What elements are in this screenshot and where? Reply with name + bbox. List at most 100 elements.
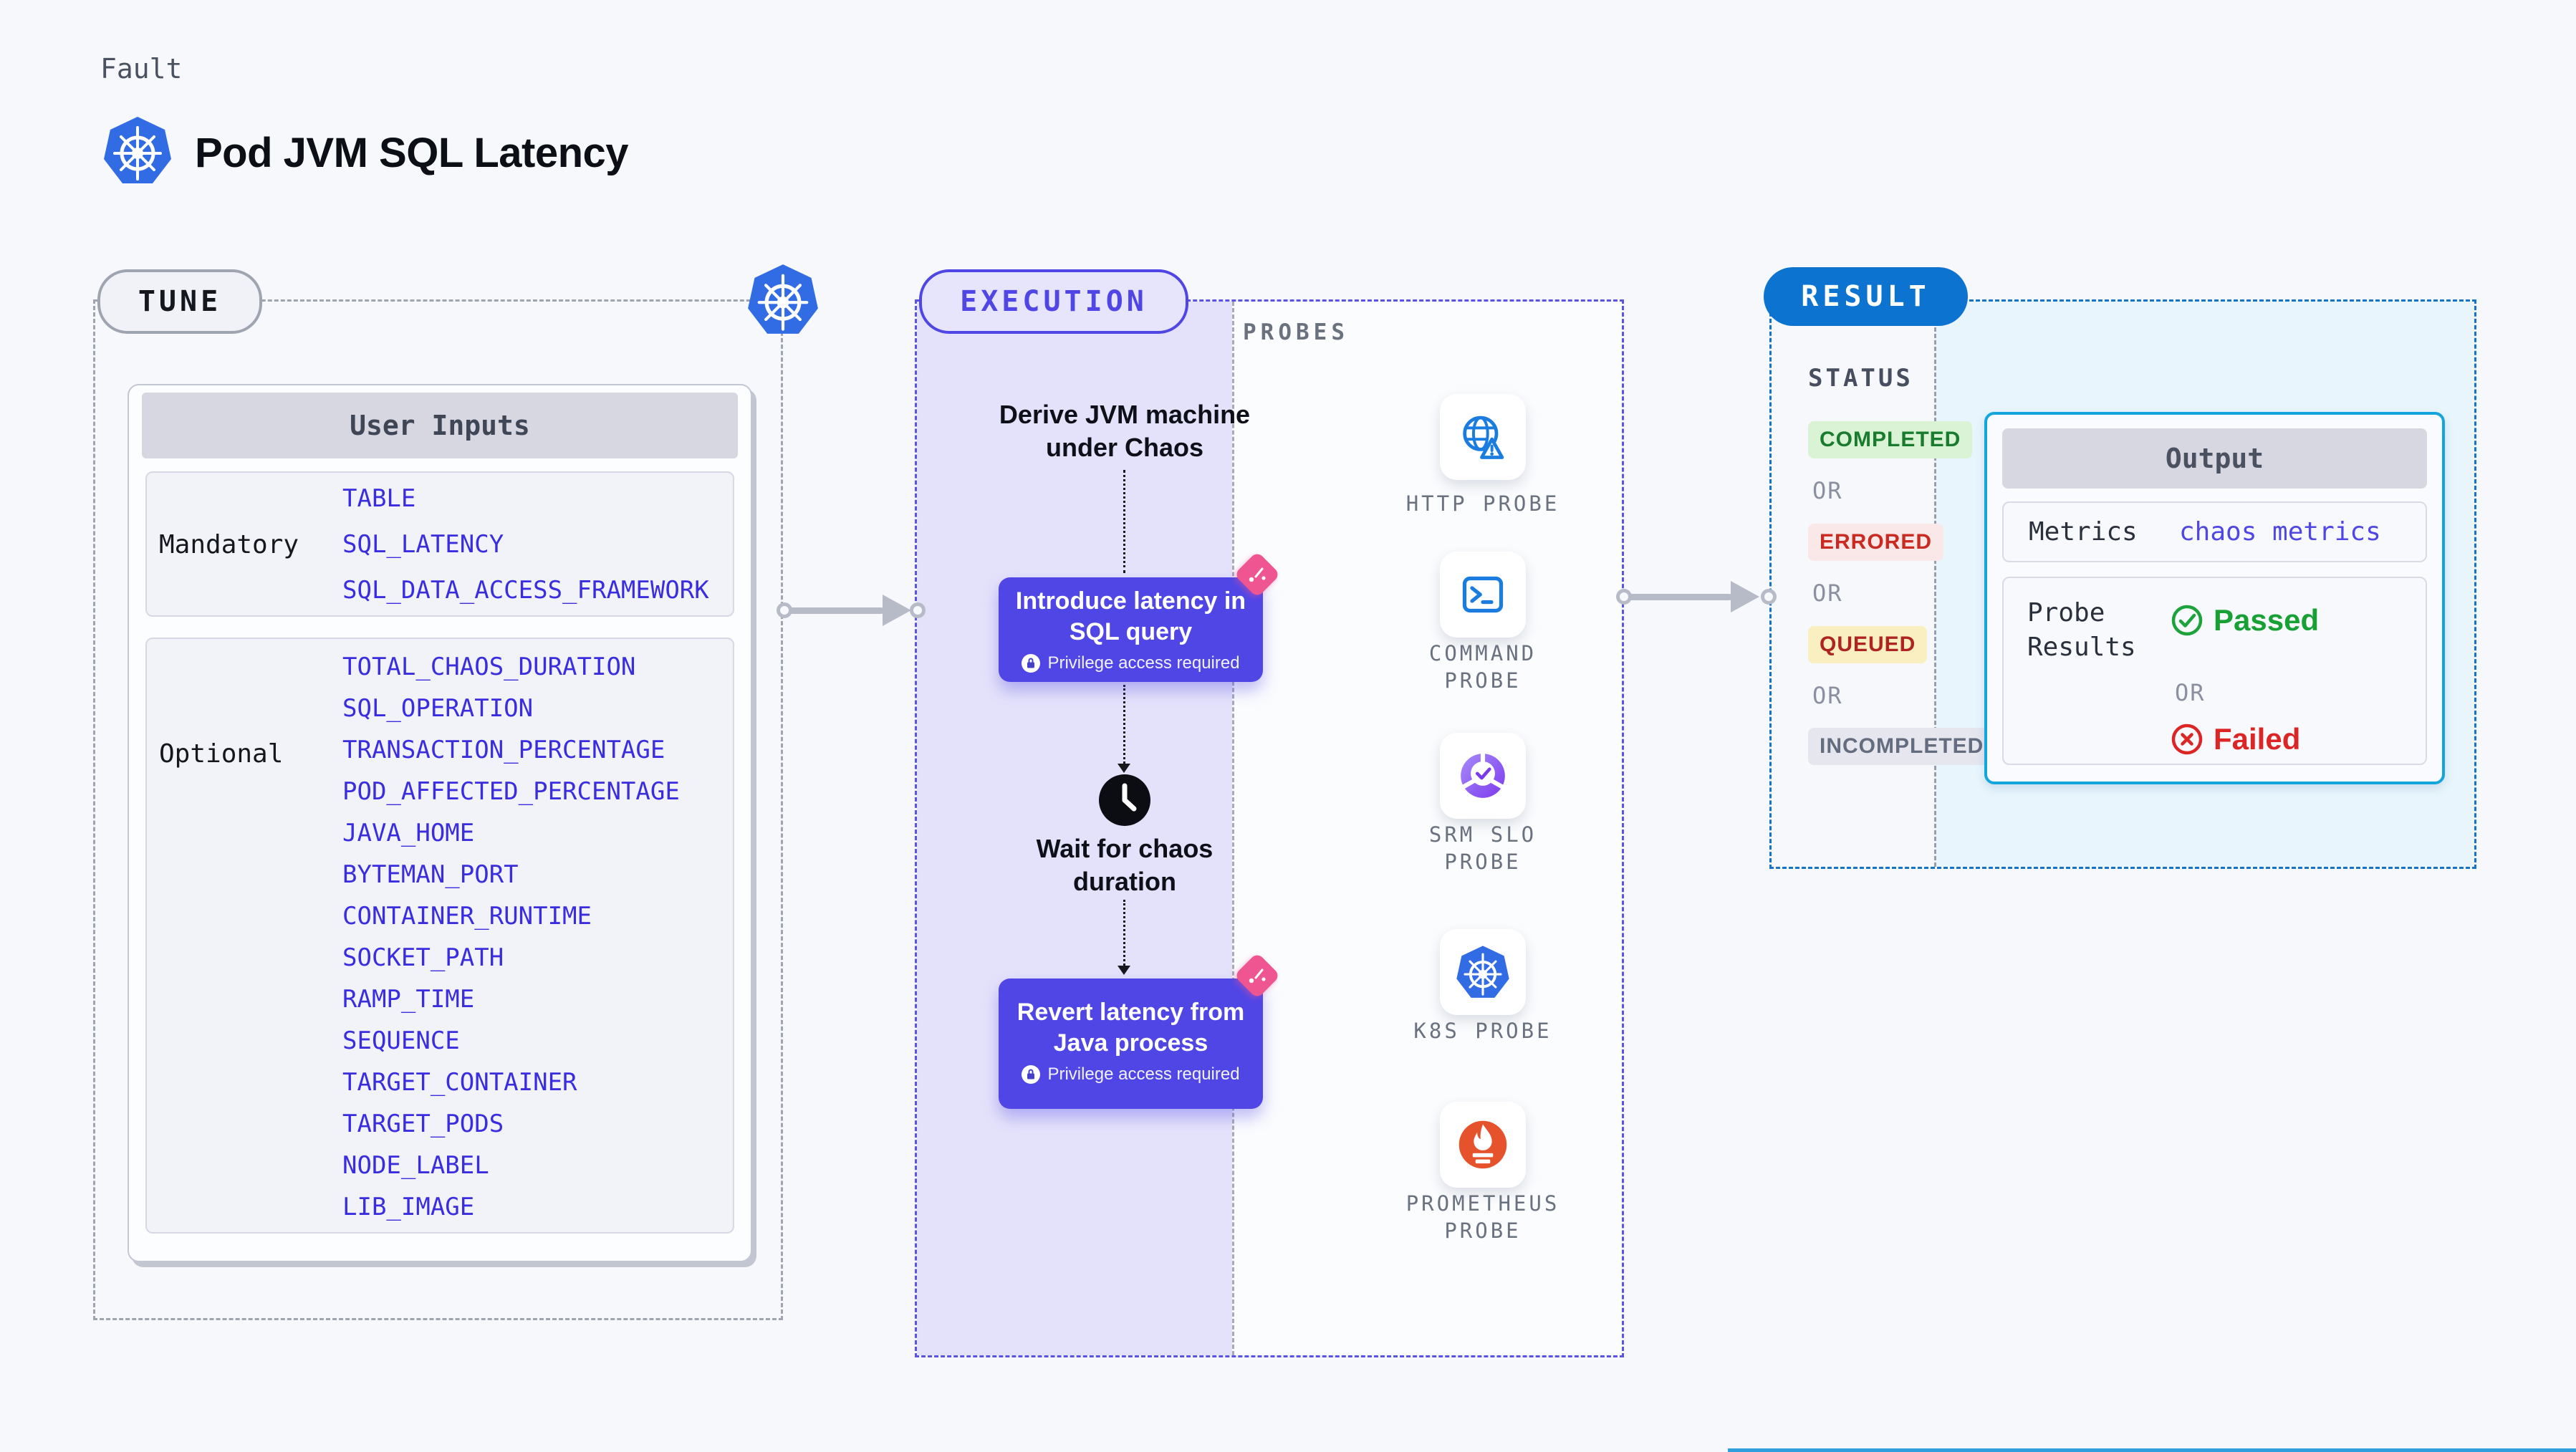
derive-line-1: Derive JVM machine: [999, 400, 1251, 429]
input-param: TRANSACTION_PERCENTAGE: [342, 736, 665, 764]
page-title: Pod JVM SQL Latency: [195, 130, 629, 176]
status-badge-incompleted: INCOMPLETED: [1808, 728, 1996, 765]
input-param: SOCKET_PATH: [342, 943, 504, 972]
input-param: SQL_LATENCY: [342, 529, 504, 559]
revert-latency-node: Revert latency from Java process Privile…: [999, 979, 1263, 1109]
revert-line-2: Java process: [1053, 1029, 1208, 1057]
input-param: TARGET_CONTAINER: [342, 1068, 577, 1097]
or-separator: OR: [2175, 679, 2206, 706]
slo-gauge-icon: [1456, 749, 1509, 802]
or-separator: OR: [1812, 682, 1843, 709]
http-probe-card: [1440, 394, 1526, 480]
metrics-row: Metrics chaos metrics: [2002, 501, 2427, 562]
status-label: STATUS: [1808, 364, 1913, 393]
probe-results-label: Probe Results: [2027, 596, 2136, 665]
input-param: TARGET_PODS: [342, 1110, 504, 1138]
flow-arrowhead-2: [1118, 764, 1130, 773]
derive-line-2: under Chaos: [1045, 433, 1204, 462]
chaos-badge-icon: [1234, 551, 1281, 598]
probe-results-line-1: Probe: [2027, 598, 2105, 628]
wait-line-1: Wait for chaos: [1036, 834, 1213, 863]
tune-section: [93, 299, 783, 1320]
srm-slo-probe-label: SRM SLO PROBE: [1383, 821, 1583, 875]
introduce-line-2: SQL query: [1069, 618, 1193, 645]
input-param: JAVA_HOME: [342, 819, 475, 847]
srm-slo-probe-card: [1440, 733, 1526, 819]
tune-kubernetes-icon: [746, 262, 820, 337]
mandatory-values: TABLE SQL_LATENCY SQL_DATA_ACCESS_FRAMEW…: [342, 471, 709, 617]
probe-label-line: K8S PROBE: [1413, 1019, 1552, 1043]
metrics-value: chaos metrics: [2179, 517, 2381, 547]
probes-heading: PROBES: [1243, 319, 1349, 345]
probes-panel: [1232, 302, 1622, 1355]
mandatory-label: Mandatory: [159, 530, 299, 559]
flow-arrow-1: [1123, 470, 1125, 573]
probe-results-row: [2002, 577, 2427, 765]
derive-step-text: Derive JVM machine under Chaos: [996, 398, 1254, 464]
x-circle-icon: [2171, 723, 2203, 756]
execution-flow-panel: [917, 302, 1232, 1355]
probe-label-line: PROBE: [1444, 668, 1522, 693]
optional-values: TOTAL_CHAOS_DURATION SQL_OPERATION TRANS…: [342, 646, 680, 1228]
probe-results-line-2: Results: [2027, 633, 2136, 662]
probe-label-line: COMMAND: [1428, 641, 1537, 665]
input-param: RAMP_TIME: [342, 985, 475, 1014]
probe-label-line: SRM SLO: [1428, 822, 1537, 847]
execution-pill: EXECUTION: [919, 269, 1188, 334]
tune-to-execution-arrow: [777, 595, 926, 626]
user-inputs-header: User Inputs: [142, 393, 738, 458]
optional-inputs-box: [145, 638, 734, 1234]
introduce-line-1: Introduce latency in: [1015, 587, 1246, 615]
or-separator: OR: [1812, 580, 1843, 607]
http-probe-label: HTTP PROBE: [1383, 490, 1583, 517]
prometheus-probe-card: [1440, 1102, 1526, 1188]
input-param: BYTEMAN_PORT: [342, 860, 519, 889]
input-param: NODE_LABEL: [342, 1151, 489, 1180]
tune-pill: TUNE: [97, 269, 262, 334]
input-param: TABLE: [342, 484, 416, 513]
execution-section: [915, 299, 1624, 1357]
introduce-latency-node: Introduce latency in SQL query Privilege…: [999, 577, 1263, 682]
input-param: TOTAL_CHAOS_DURATION: [342, 653, 636, 681]
flow-arrow-2: [1123, 685, 1125, 764]
bottom-strip: [1728, 1448, 2576, 1452]
privilege-note: Privilege access required: [1047, 1064, 1240, 1084]
passed-text: Passed: [2214, 603, 2320, 637]
prometheus-probe-label: PROMETHEUS PROBE: [1383, 1190, 1583, 1244]
command-probe-label: COMMAND PROBE: [1383, 640, 1583, 694]
status-badge-completed: COMPLETED: [1808, 421, 1973, 458]
wait-line-2: duration: [1073, 867, 1176, 896]
kubernetes-icon: [1455, 944, 1511, 1000]
failed-indicator: Failed: [2171, 722, 2300, 756]
metrics-label: Metrics: [2029, 517, 2138, 547]
optional-label: Optional: [159, 739, 284, 769]
input-param: SEQUENCE: [342, 1027, 460, 1055]
status-badge-errored: ERRORED: [1808, 524, 1944, 561]
input-param: SQL_DATA_ACCESS_FRAMEWORK: [342, 575, 709, 605]
revert-line-1: Revert latency from: [1017, 999, 1245, 1026]
input-param: POD_AFFECTED_PERCENTAGE: [342, 777, 680, 806]
execution-to-result-arrow: [1616, 581, 1777, 612]
terminal-icon: [1457, 569, 1509, 620]
passed-indicator: Passed: [2171, 603, 2319, 638]
input-param: SQL_OPERATION: [342, 694, 534, 723]
lock-icon: [1022, 1065, 1041, 1084]
probe-label-line: PROBE: [1444, 1218, 1522, 1243]
privilege-note: Privilege access required: [1047, 653, 1240, 673]
fault-eyebrow: Fault: [100, 53, 183, 85]
input-param: LIB_IMAGE: [342, 1193, 475, 1221]
mandatory-inputs-box: [145, 471, 734, 617]
probe-label-line: HTTP PROBE: [1405, 491, 1560, 516]
output-header: Output: [2002, 428, 2427, 489]
prometheus-icon: [1456, 1117, 1510, 1172]
command-probe-card: [1440, 552, 1526, 638]
or-separator: OR: [1812, 477, 1843, 504]
clock-icon: [1099, 774, 1150, 826]
probe-label-line: PROBE: [1444, 850, 1522, 874]
chaos-badge-icon: [1234, 952, 1281, 999]
k8s-probe-card: [1440, 929, 1526, 1015]
flow-arrowhead-3: [1118, 966, 1130, 975]
check-circle-icon: [2171, 604, 2203, 637]
failed-text: Failed: [2214, 722, 2301, 756]
